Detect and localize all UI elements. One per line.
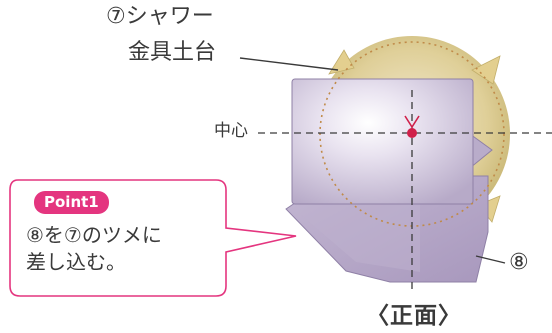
part8-front-plate	[291, 78, 474, 205]
callout-line2: 差し込む。	[26, 250, 126, 274]
leader-shower-base	[239, 57, 339, 71]
center-label: 中心	[214, 121, 248, 141]
shower-base-label-line1: ⑦シャワー	[106, 4, 214, 29]
part8-label: ⑧	[509, 250, 529, 275]
front-view-caption: 〈正面〉	[366, 303, 462, 329]
center-dot	[407, 128, 417, 138]
point-badge: Point1	[34, 191, 109, 214]
part8-plate-fold	[300, 188, 420, 272]
leader-part8	[475, 255, 506, 264]
callout-instruction: ⑧を⑦のツメに 差し込む。	[26, 222, 162, 276]
shower-base-label-line2: 金具土台	[128, 40, 217, 65]
center-arrow-icon	[404, 115, 420, 129]
claw-top-right	[471, 55, 501, 85]
callout-line1: ⑧を⑦のツメに	[26, 223, 162, 247]
